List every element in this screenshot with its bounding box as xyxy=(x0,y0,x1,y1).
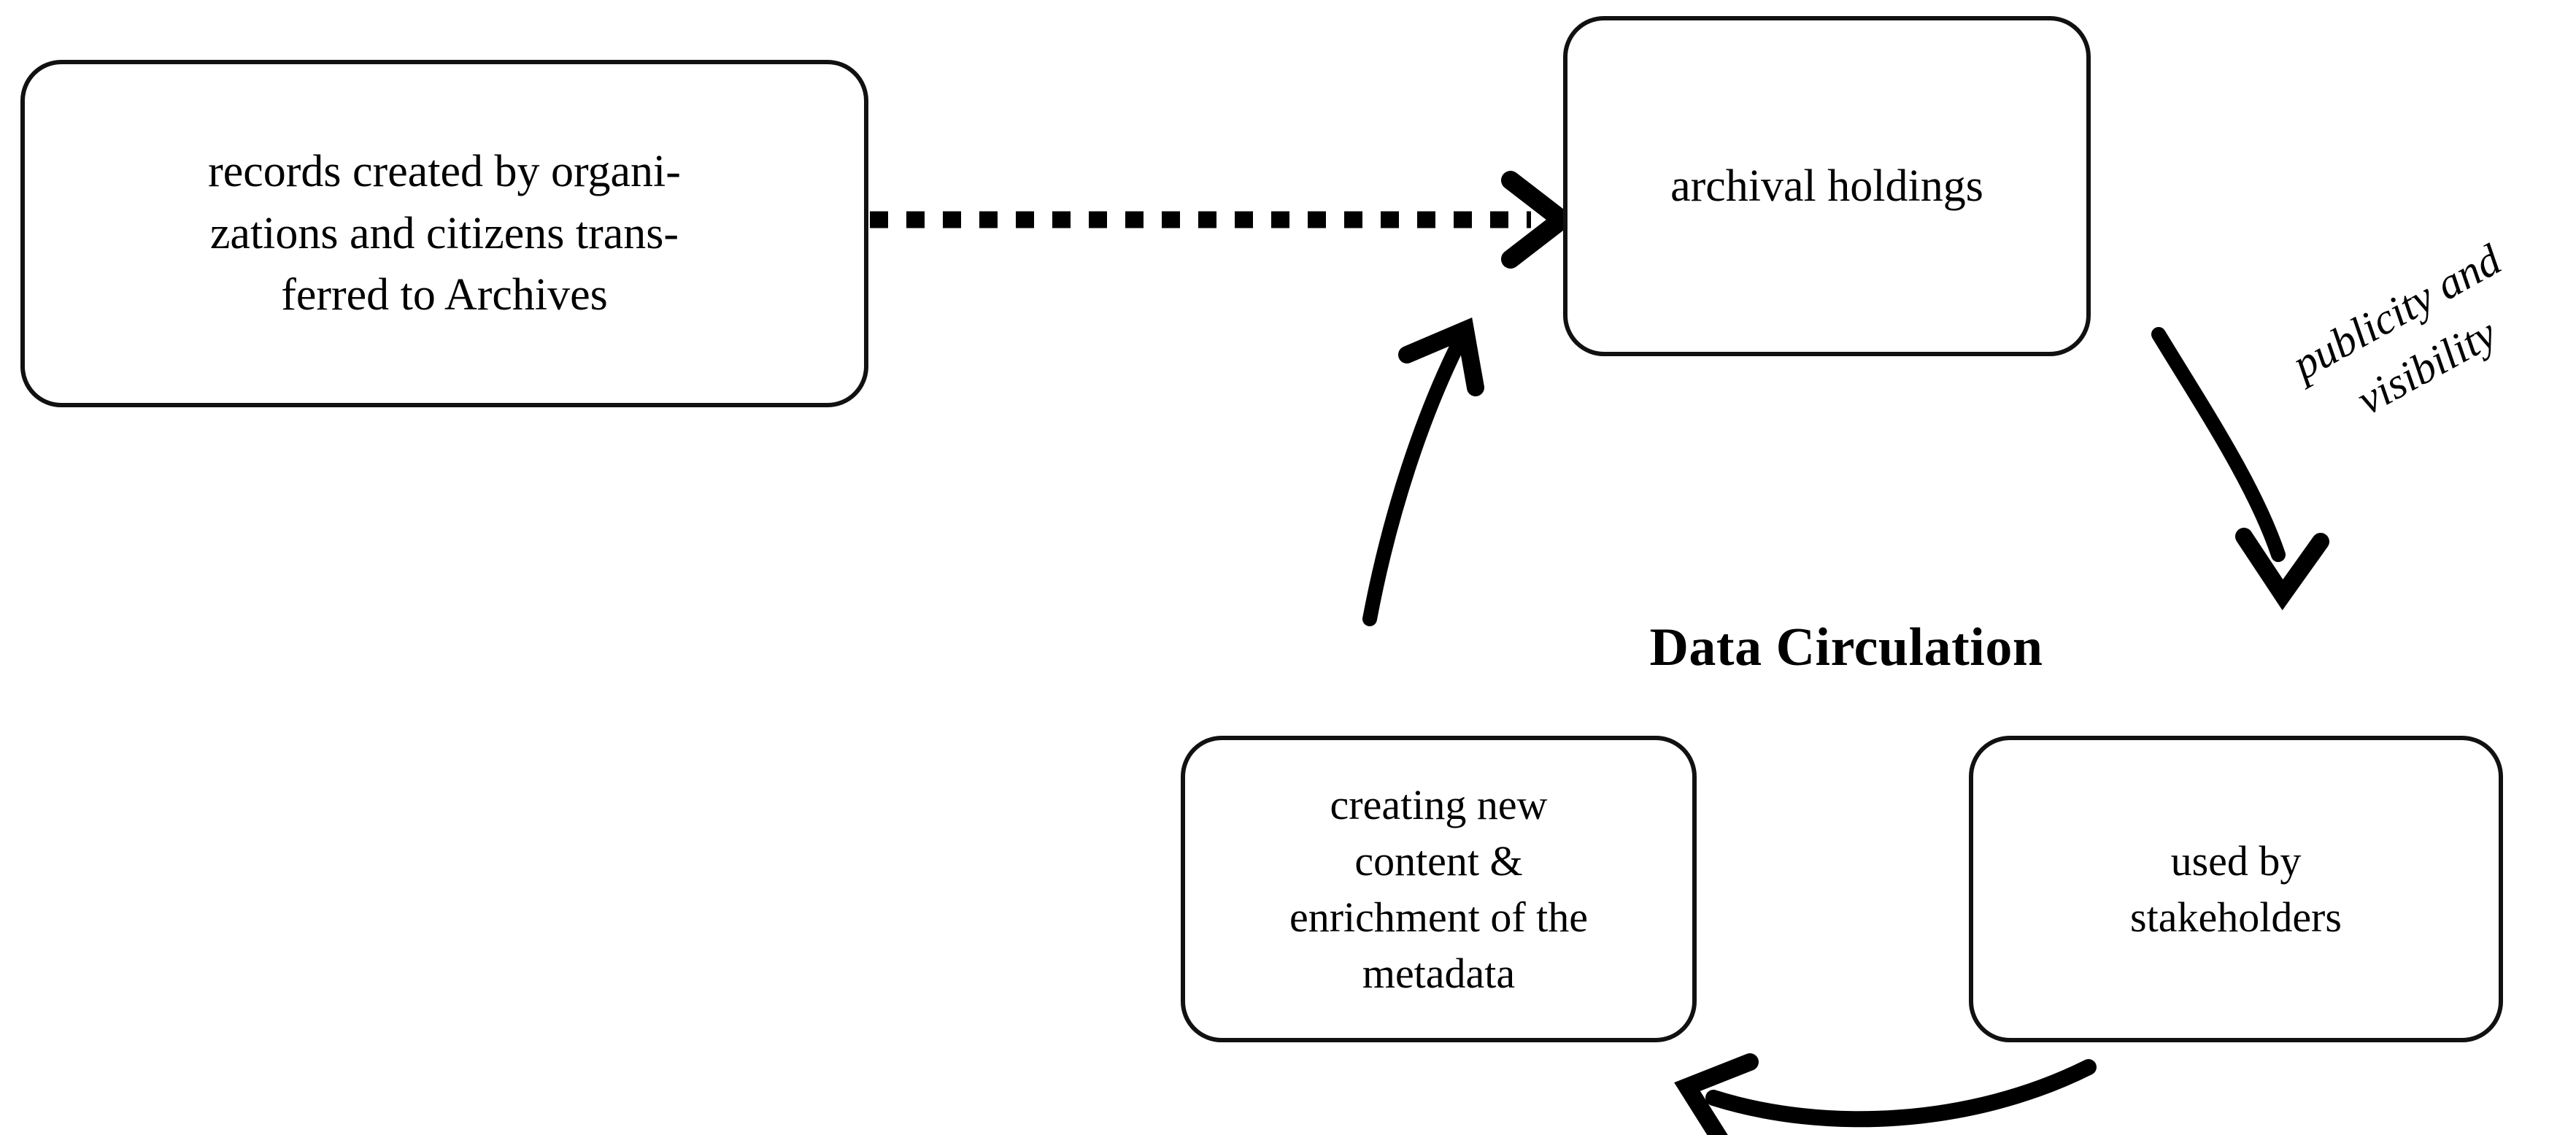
node-creating-new-content[interactable]: creating new content & enrichment of the… xyxy=(1181,736,1697,1042)
diagram-title: Data Circulation xyxy=(1649,617,2043,677)
dotted-arrow-right-icon xyxy=(870,171,1578,269)
node-records-created-label: records created by organi- zations and c… xyxy=(208,146,681,320)
curved-arrow-up-icon xyxy=(1362,318,1484,626)
node-archival-holdings[interactable]: archival holdings xyxy=(1563,16,2091,356)
node-archival-holdings-label: archival holdings xyxy=(1670,161,1983,211)
curved-arrow-left-icon xyxy=(1674,1053,2097,1135)
node-used-by-stakeholders[interactable]: used by stakeholders xyxy=(1969,736,2503,1042)
node-records-created[interactable]: records created by organi- zations and c… xyxy=(20,60,868,407)
node-creating-new-content-label: creating new content & enrichment of the… xyxy=(1289,780,1589,998)
edge-label-publicity-and-visibility: publicity and visibility xyxy=(2284,235,2509,424)
node-used-by-stakeholders-label: used by stakeholders xyxy=(2130,836,2342,941)
